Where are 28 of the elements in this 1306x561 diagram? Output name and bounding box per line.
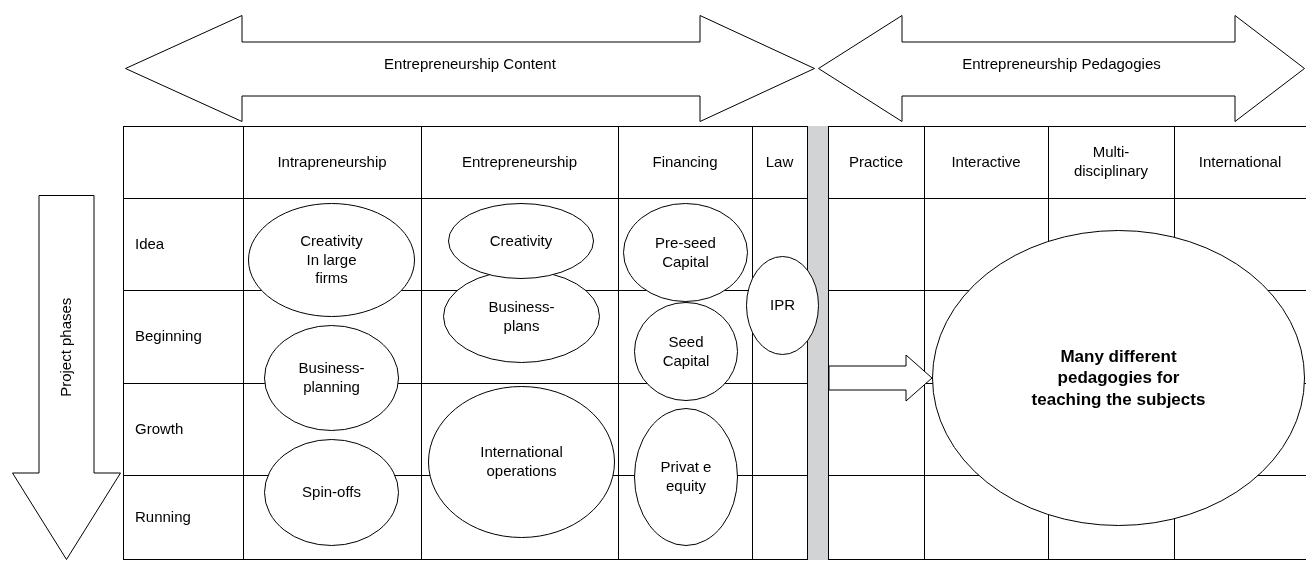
oval-label: Business-planning xyxy=(297,359,366,397)
oval-label: Seed Capital xyxy=(661,332,711,371)
oval-label: Many different pedagogies for teaching the subjects xyxy=(1030,346,1207,410)
block-arrow xyxy=(828,354,933,402)
column-header: Multi-disciplinary xyxy=(1072,143,1150,181)
row-header: Running xyxy=(135,507,191,527)
oval-label: Spin-offs xyxy=(302,483,361,502)
arrow-label: Entrepreneurship Pedagogies xyxy=(962,55,1161,74)
column-header: Entrepreneurship xyxy=(461,152,578,172)
separator-bar xyxy=(807,126,829,560)
arrow-label: Entrepreneurship Content xyxy=(384,55,556,74)
arrow-label: Project phases xyxy=(56,297,76,398)
oval-label: Business-plans xyxy=(487,297,556,336)
column-header: Interactive xyxy=(951,152,1021,172)
oval-label: Creativity In large firms xyxy=(299,231,364,289)
oval-label: IPR xyxy=(770,296,795,315)
column-header: Law xyxy=(765,152,794,172)
oval-label: Pre-seed Capital xyxy=(654,233,717,272)
column-header: International xyxy=(1198,152,1282,172)
column-header: Practice xyxy=(848,152,904,172)
oval-label: Privat e equity xyxy=(659,458,713,496)
oval-label: Creativity xyxy=(489,231,553,251)
oval-label: International operations xyxy=(479,443,564,481)
column-header: Financing xyxy=(652,152,718,172)
column-header: Intrapreneurship xyxy=(277,152,387,172)
row-header: Beginning xyxy=(135,327,202,346)
row-header: Idea xyxy=(135,234,165,254)
row-header: Growth xyxy=(135,419,184,439)
